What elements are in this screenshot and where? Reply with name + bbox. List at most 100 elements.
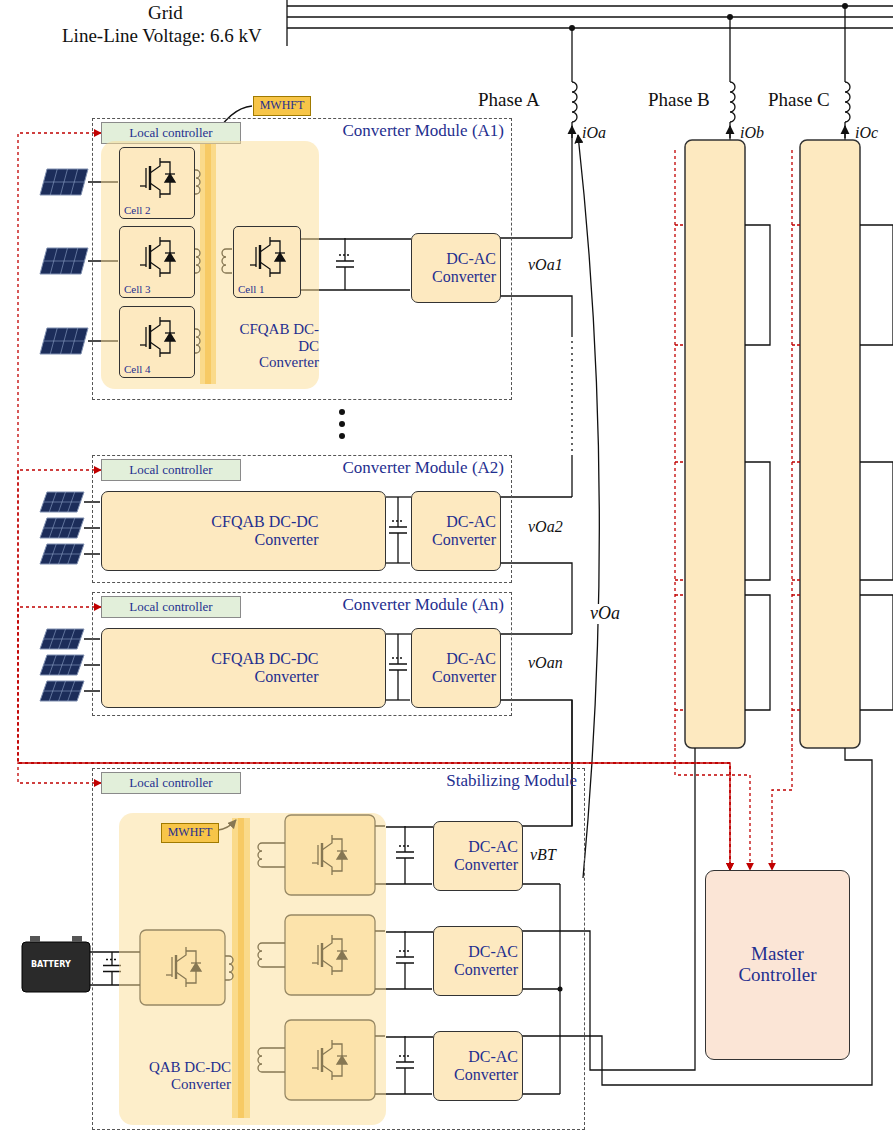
dc-link-wire: [386, 1036, 433, 1037]
neutral-wire: [517, 883, 560, 884]
junction-dot: [339, 421, 345, 427]
module-terminal: [860, 462, 893, 580]
voltage-label: vOan: [528, 654, 563, 672]
control-tap: [792, 595, 800, 710]
voltage-label: vBT: [530, 846, 556, 864]
block-label: Local controller: [129, 776, 212, 790]
block-label: MWHFT: [260, 99, 305, 112]
block-label: CFQAB DC-DC Converter: [237, 321, 319, 371]
grid-bus: [287, 27, 893, 28]
panel-grid: [44, 182, 85, 183]
voltage-label: vOa1: [528, 256, 563, 274]
current-label: iOc: [855, 124, 878, 142]
module-terminal: [860, 225, 893, 345]
phase-label: Phase A: [478, 90, 540, 111]
output-wire: [517, 748, 872, 1085]
control-link: [18, 470, 730, 870]
converter-box: DC-AC Converter: [433, 1031, 523, 1101]
module-terminal: [860, 595, 893, 710]
module-terminal: [745, 595, 770, 710]
converter-box: CFQAB DC-DC Converter: [101, 491, 386, 571]
module-terminal: [745, 225, 770, 345]
neutral-wire: [517, 988, 560, 989]
panel-body: [40, 492, 84, 512]
panel-grid: [44, 665, 81, 666]
panel-grid: [44, 691, 81, 692]
panel-grid: [44, 639, 81, 640]
converter-box: DC-AC Converter: [411, 491, 501, 571]
master-controller: Master Controller: [705, 870, 850, 1060]
channel-bar: [149, 166, 151, 190]
cell-box: Cell 2: [119, 147, 195, 219]
collector-lead: [150, 317, 160, 332]
junction-dot: [558, 987, 563, 992]
capacitor-symbol: [396, 931, 414, 989]
diode-triangle: [165, 174, 175, 182]
collector-lead: [260, 237, 270, 252]
panel-body: [40, 629, 84, 649]
module-title: Converter Module (An): [343, 596, 504, 615]
output-wire: [495, 634, 572, 826]
block-label: Master Controller: [723, 944, 833, 986]
current-arrow: [571, 126, 572, 138]
converter-box: DC-AC Converter: [411, 628, 501, 708]
control-tap: [792, 225, 800, 345]
channel-bar: [149, 325, 151, 349]
voltage-rating: Line-Line Voltage: 6.6 kV: [62, 26, 262, 47]
voltage-label: vOa2: [528, 518, 563, 536]
grid-inductor: [572, 82, 577, 122]
block-label: DC-AC Converter: [438, 1048, 518, 1083]
local-controller: Local controller: [101, 596, 241, 618]
block-label: DC-AC Converter: [416, 513, 496, 548]
capacitor-symbol: [396, 826, 414, 884]
diode-bar: [165, 173, 175, 174]
phase-label: Phase B: [648, 90, 710, 111]
control-tap: [675, 462, 685, 580]
solar-panel: [40, 629, 84, 649]
transformer-tag: MWHFT: [161, 823, 219, 843]
phase-wire: [729, 122, 730, 140]
module-frame: Converter Module (A2)Local controllerCFQ…: [92, 455, 512, 583]
igbt-symbol: [140, 317, 175, 357]
current-label: iOa: [582, 124, 606, 142]
diode-triangle: [165, 333, 175, 341]
control-link: [675, 748, 750, 870]
block-label: QAB DC-DC Converter: [123, 1059, 231, 1092]
block-label: Cell 1: [238, 283, 265, 295]
panel-body: [40, 248, 88, 274]
collector-lead: [150, 158, 160, 173]
control-tap: [792, 462, 800, 580]
panel-body: [40, 169, 88, 195]
capacitor-symbol: [396, 1036, 414, 1094]
panel-body: [40, 655, 84, 675]
panel-body: [40, 328, 88, 354]
block-label: Cell 2: [124, 204, 151, 216]
capacitor-symbol: [336, 238, 354, 290]
output-wire: [517, 748, 695, 1070]
output-wire: [571, 455, 572, 497]
block-label: CFQAB DC-DC Converter: [169, 650, 319, 685]
local-controller: Local controller: [101, 459, 241, 481]
emitter-lead: [150, 342, 160, 357]
phase-wire: [844, 6, 845, 82]
battery-terminal: [72, 936, 82, 942]
diode-bar: [165, 332, 175, 333]
phase-wire: [571, 28, 572, 82]
solar-panel: [40, 681, 84, 701]
solar-panel: [40, 518, 84, 538]
grid-inductor: [730, 82, 735, 122]
capacitor-bank-mark: [399, 845, 411, 846]
current-arrow: [844, 126, 845, 138]
panel-body: [40, 544, 84, 564]
dcdc-region: CFQAB DC-DC ConverterCell 2Cell 3Cell 4C…: [101, 141, 319, 389]
block-label: Cell 3: [124, 283, 151, 295]
block-label: MWHFT: [168, 826, 213, 839]
control-link: [791, 150, 792, 748]
dc-link-wire: [386, 496, 411, 497]
grid-bus: [287, 16, 893, 17]
phase-label: Phase C: [768, 90, 830, 111]
capacitor-bank-mark: [392, 657, 404, 658]
converter-box: DC-AC Converter: [433, 926, 523, 996]
gate-lead: [140, 264, 146, 265]
